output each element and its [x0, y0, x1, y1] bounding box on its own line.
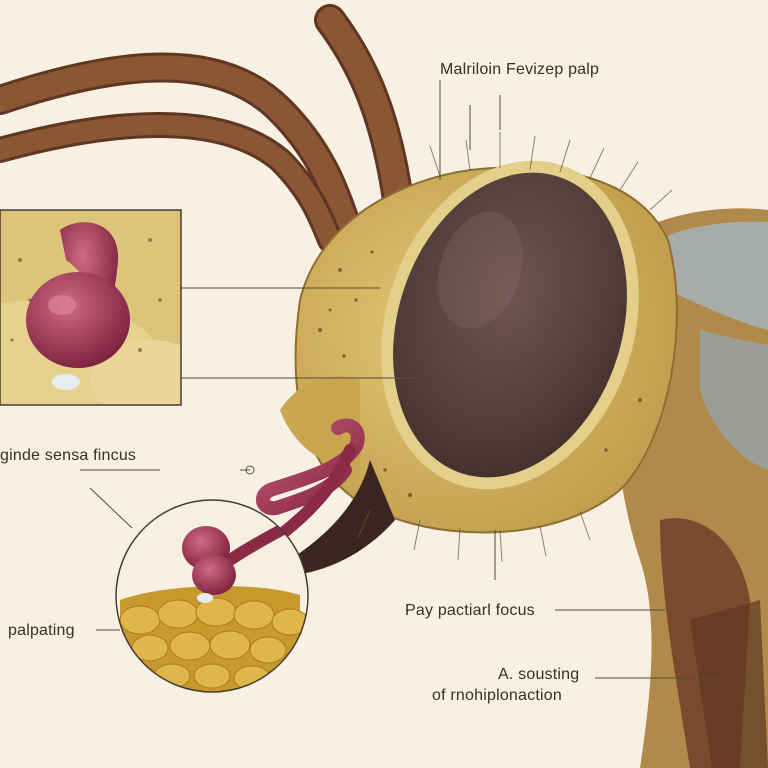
- label-malriloin-fevizep-palp: Malriloin Fevizep palp: [440, 61, 600, 78]
- label-of-rnohiplonaction: of rnohiplonaction: [432, 687, 562, 704]
- callout-dot: [245, 465, 255, 475]
- antenna-back: [0, 52, 363, 253]
- palp: [255, 418, 365, 516]
- head-hairs: [357, 132, 673, 563]
- label-palpating: palpating: [8, 622, 75, 639]
- label-ginde-sensa-fincus: ginde sensa fincus: [0, 447, 137, 464]
- label-pay-pactiarl-focus: Pay pactiarl focus: [405, 602, 535, 619]
- compound-eye: [381, 160, 639, 490]
- antenna-top: [314, 4, 414, 216]
- leader-lines: [80, 80, 720, 679]
- label-a-sousting: A. sousting: [498, 666, 580, 683]
- detail-inset-box: [0, 209, 182, 406]
- detail-inset-circle: [115, 499, 309, 693]
- mandible: [262, 460, 395, 577]
